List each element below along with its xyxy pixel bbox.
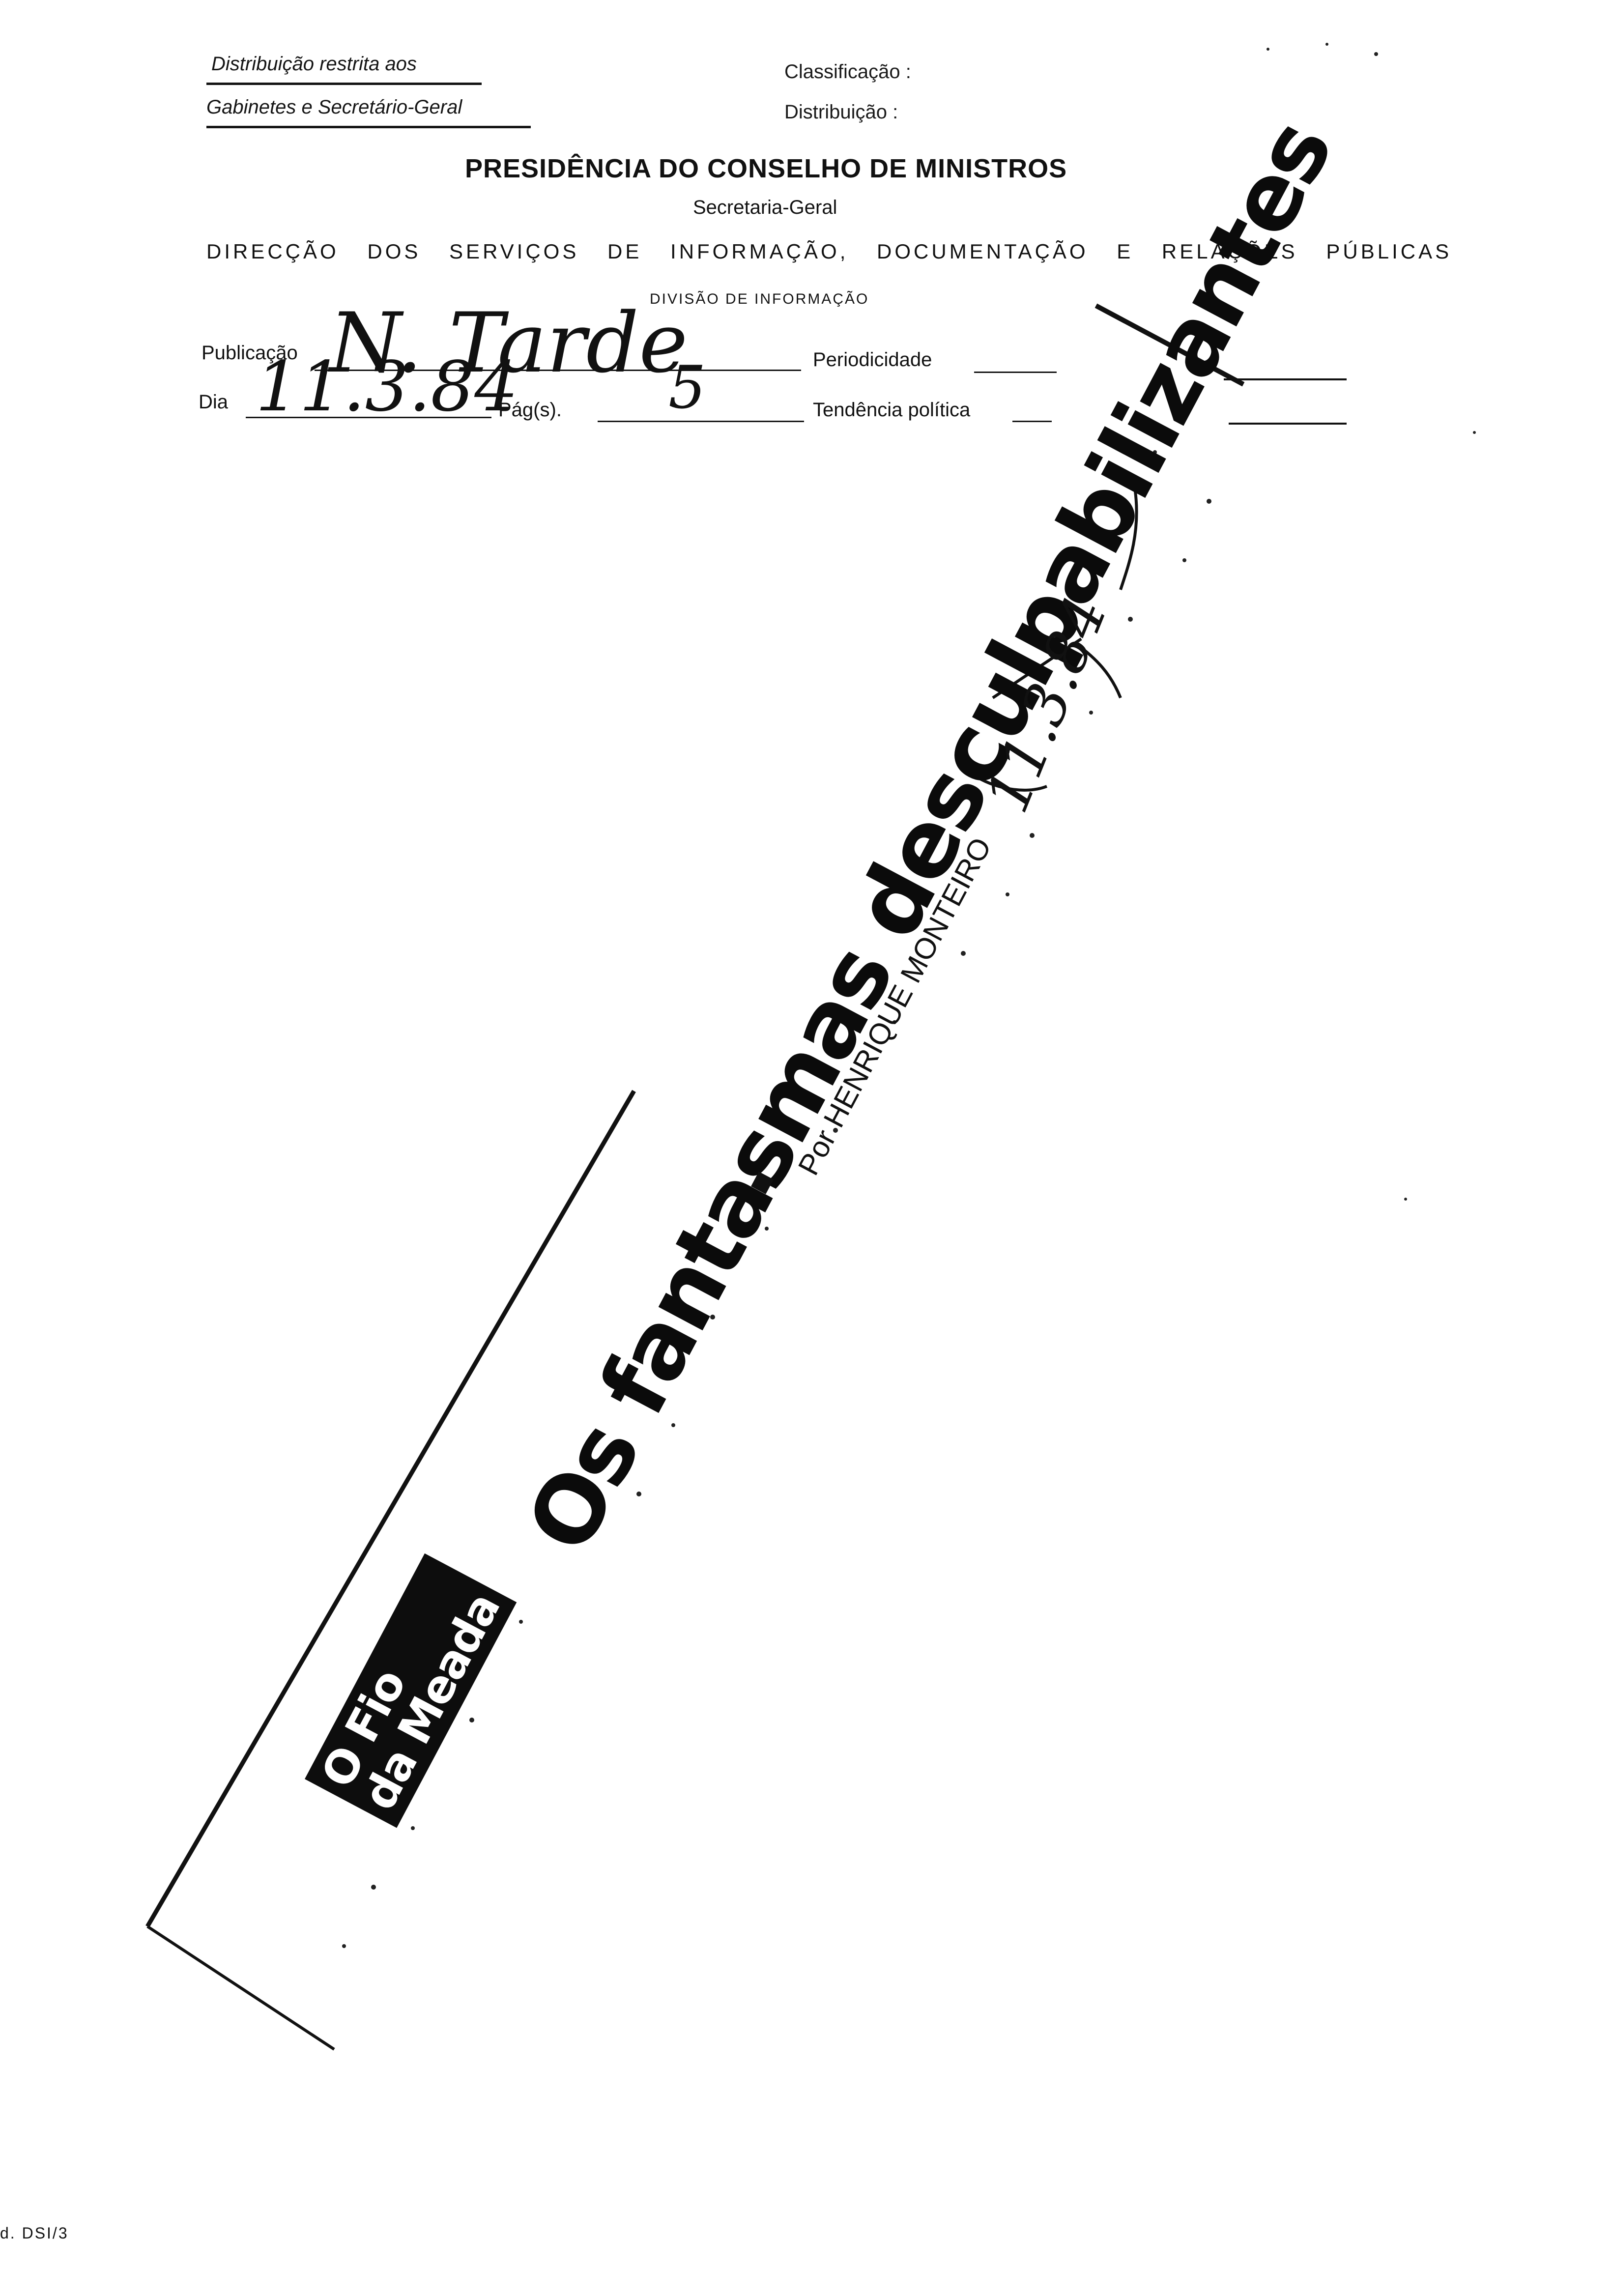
form-code: d. DSI/3	[0, 2224, 69, 2242]
distribution-label: Distribuição :	[784, 101, 898, 123]
margin-stroke-1	[1119, 491, 1138, 590]
periodicity-line	[974, 372, 1057, 373]
publication-handwritten-value: N. Tarde	[329, 295, 688, 391]
page-title: PRESIDÊNCIA DO CONSELHO DE MINISTROS	[465, 154, 1067, 183]
margin-stroke-4	[962, 765, 1048, 792]
day-label: Dia	[199, 391, 229, 413]
day-handwritten-value: 11.3.84	[256, 347, 518, 427]
distribution-note-underline1	[206, 83, 482, 85]
publication-line	[315, 370, 801, 371]
pages-label: Pág(s).	[498, 399, 562, 421]
margin-stroke-3	[992, 637, 1082, 699]
distribution-note-line1: Distribuição restrita aos	[211, 53, 417, 75]
day-line	[246, 417, 491, 418]
division-title: DIVISÃO DE INFORMAÇÃO	[650, 291, 869, 307]
clipping-edge-bottom	[146, 1925, 335, 2051]
tendency-label: Tendência política	[813, 399, 971, 421]
distribution-note-line2: Gabinetes e Secretário-Geral	[206, 96, 462, 118]
distribution-note-underline2	[206, 126, 531, 128]
classification-label: Classificação :	[784, 61, 911, 83]
clipping-edge-left	[145, 1090, 636, 1928]
periodicity-label: Periodicidade	[813, 349, 932, 371]
clipping-edge-top	[1094, 303, 1245, 387]
scan-speckles	[342, 43, 1476, 1948]
tendency-line	[1012, 421, 1052, 422]
publication-label: Publicação	[202, 342, 298, 364]
secretariat-title: Secretaria-Geral	[693, 197, 837, 218]
pages-handwritten-value: 5	[668, 354, 706, 422]
direction-title: DIRECÇÃO DOS SERVIÇOS DE INFORMAÇÃO, DOC…	[206, 240, 1452, 263]
margin-stroke-2	[1075, 642, 1122, 699]
pages-line	[598, 421, 804, 422]
